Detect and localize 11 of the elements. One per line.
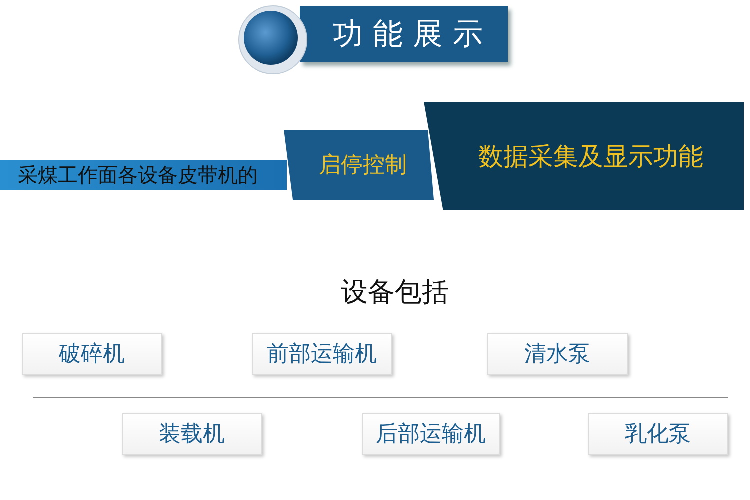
ribbon-bar: 采煤工作面各设备皮带机的: [0, 160, 287, 190]
section-heading: 设备包括: [340, 276, 450, 310]
title-banner: 功能展示: [300, 6, 508, 62]
equipment-box: 乳化泵: [588, 413, 728, 455]
equipment-box: 装载机: [122, 413, 262, 455]
equipment-box: 前部运输机: [252, 333, 392, 375]
equipment-box: 后部运输机: [362, 413, 500, 455]
equipment-box: 破碎机: [22, 333, 162, 375]
equipment-box: 清水泵: [487, 333, 628, 375]
ribbon-tab: 启停控制: [284, 130, 434, 200]
ribbon-panel: 数据采集及显示功能: [424, 102, 744, 210]
